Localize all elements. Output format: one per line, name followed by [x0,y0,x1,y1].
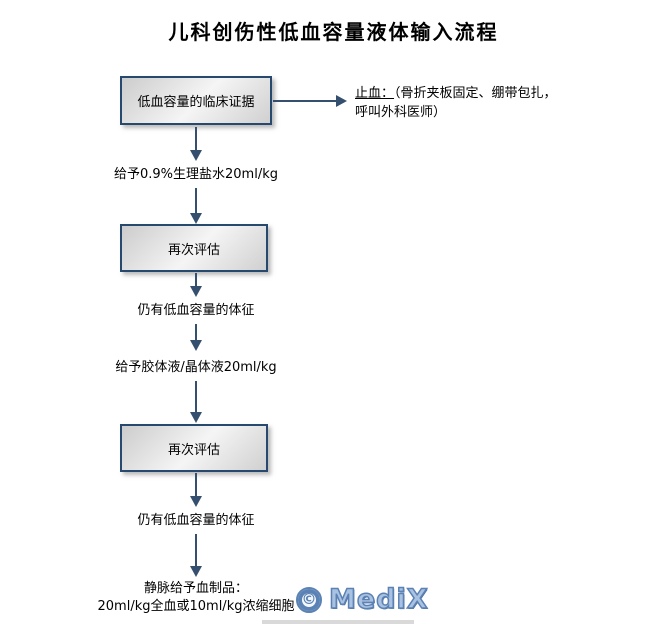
brand-text: MediX [328,583,429,616]
step-saline-label: 给予0.9%生理盐水20ml/kg [113,167,278,182]
page-title: 儿科创伤性低血容量液体输入流程 [168,20,499,44]
connector-down-line [195,381,197,413]
arrow-down-icon [190,340,202,351]
arrow-down-icon [190,566,202,577]
blood-products-line2: 20ml/kg全血或10ml/kg浓缩细胞 [97,599,295,614]
connector-down-line [195,324,197,341]
reassess-box-1: 再次评估 [120,224,268,272]
connector-down-line [195,188,197,214]
connector-down-line [195,273,197,287]
still-hypovolemia-label-2: 仍有低血容量的体征 [137,513,255,528]
arrow-down-icon [190,213,202,224]
hemostasis-note: 止血：（骨折夹板固定、绷带包扎，呼叫外科医师） [355,84,563,122]
arrow-down-icon [190,412,202,423]
arrow-down-icon [190,286,202,297]
reassess-box-2-label: 再次评估 [167,442,220,458]
hemostasis-note-title: 止血： [355,86,395,101]
blood-products-line1: 静脉给予血制品： [143,581,248,596]
connector-down-line [195,534,197,567]
start-box-clinical-evidence: 低血容量的临床证据 [120,76,272,125]
reassess-box-2: 再次评估 [120,424,268,472]
arrow-down-icon [190,150,202,161]
connector-down-line [195,127,197,151]
arrow-right-icon [336,95,347,107]
reassess-box-1-label: 再次评估 [167,242,220,258]
copyright-icon: © [296,586,322,613]
connector-right-line [273,100,336,102]
still-hypovolemia-label-1: 仍有低血容量的体征 [137,303,255,318]
arrow-down-icon [190,496,202,507]
start-box-label: 低血容量的临床证据 [137,95,255,110]
horizontal-scrollbar-thumb[interactable] [262,620,414,624]
step-colloid-label: 给予胶体液/晶体液20ml/kg [115,360,277,375]
hemostasis-note-detail: （骨折夹板固定、绷带包扎，呼叫外科医师） [355,86,557,120]
watermark: © MediX [296,583,429,616]
connector-down-line [195,473,197,497]
blood-products-label: 静脉给予血制品： 20ml/kg全血或10ml/kg浓缩细胞 [46,580,346,616]
